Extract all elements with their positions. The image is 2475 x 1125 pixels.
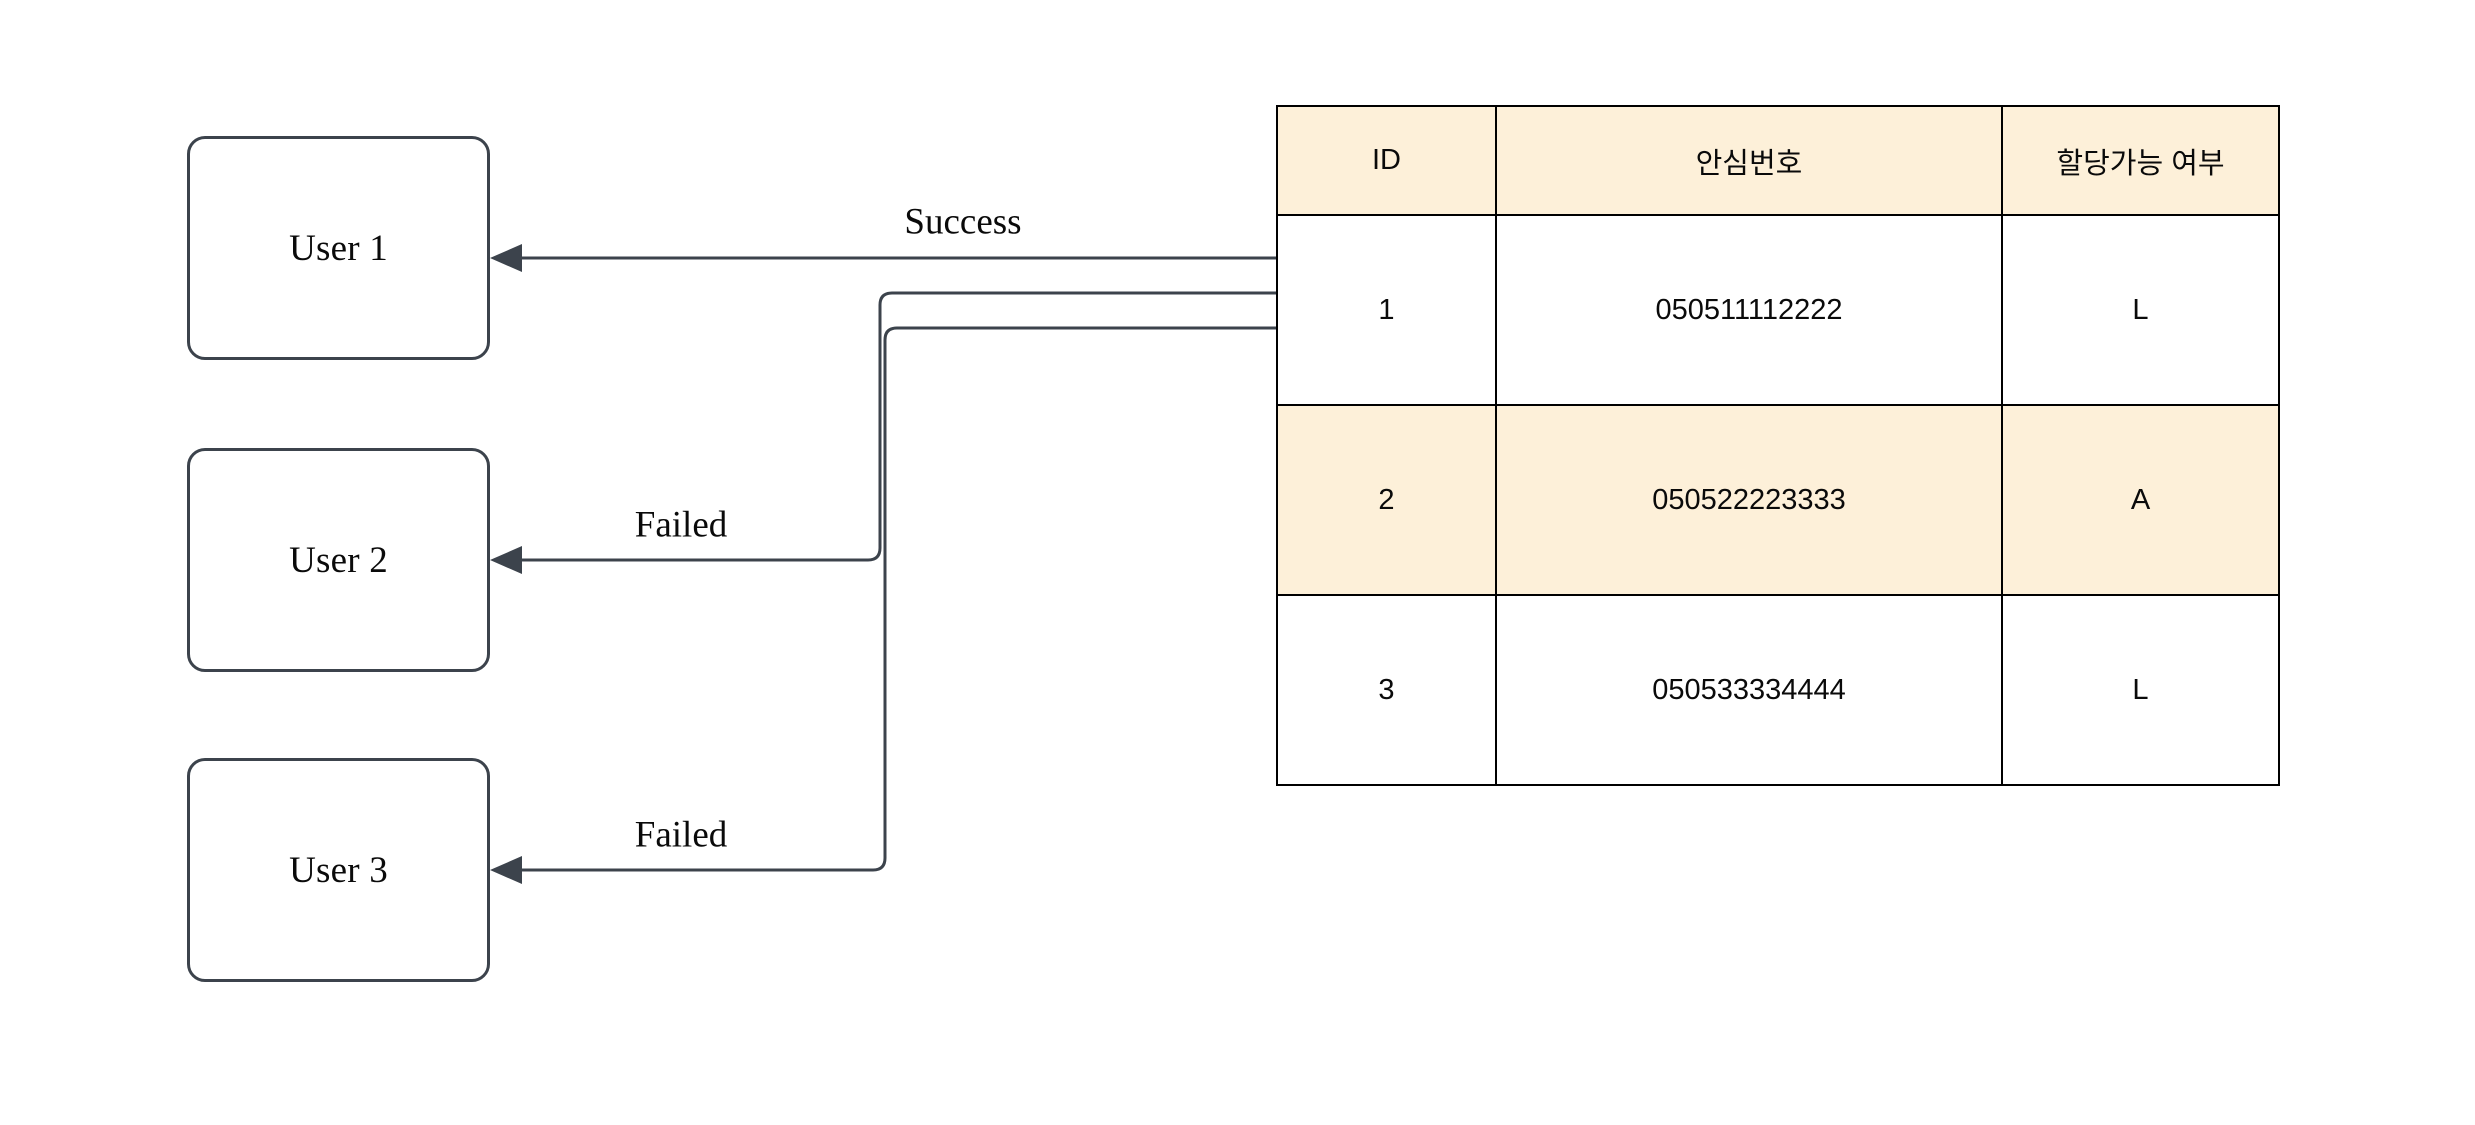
safe-number-table: ID 안심번호 할당가능 여부 1 050511112222 L 2 05052… [1276,105,2280,786]
node-user-3[interactable]: User 3 [187,758,490,982]
edge-success-to-user1 [490,244,1276,272]
table-header-row: ID 안심번호 할당가능 여부 [1276,105,2280,216]
cell-assignable: L [2001,594,2280,786]
edge-label-success: Success [898,203,1028,241]
table-header: ID 안심번호 할당가능 여부 [1276,105,2280,216]
table-body: 1 050511112222 L 2 050522223333 A 3 0505… [1276,214,2280,786]
edge-label-failed-user3: Failed [628,816,734,854]
column-header-safe-number: 안심번호 [1495,105,2003,216]
table-row[interactable]: 1 050511112222 L [1276,214,2280,406]
cell-id: 3 [1276,594,1497,786]
cell-safe-number: 050522223333 [1495,404,2003,596]
cell-id: 1 [1276,214,1497,406]
edge-failed-to-user2 [490,291,1276,574]
table-row[interactable]: 2 050522223333 A [1276,404,2280,596]
table-row[interactable]: 3 050533334444 L [1276,594,2280,786]
cell-safe-number: 050511112222 [1495,214,2003,406]
edge-failed-to-user3 [490,326,1276,884]
cell-assignable: L [2001,214,2280,406]
cell-assignable: A [2001,404,2280,596]
node-user-1-label: User 1 [289,227,388,269]
node-user-2-label: User 2 [289,539,388,581]
column-header-assignable: 할당가능 여부 [2001,105,2280,216]
edge-label-failed-user2: Failed [628,506,734,544]
node-user-3-label: User 3 [289,849,388,891]
cell-safe-number: 050533334444 [1495,594,2003,786]
node-user-2[interactable]: User 2 [187,448,490,672]
cell-id: 2 [1276,404,1497,596]
node-user-1[interactable]: User 1 [187,136,490,360]
column-header-id: ID [1276,105,1497,216]
